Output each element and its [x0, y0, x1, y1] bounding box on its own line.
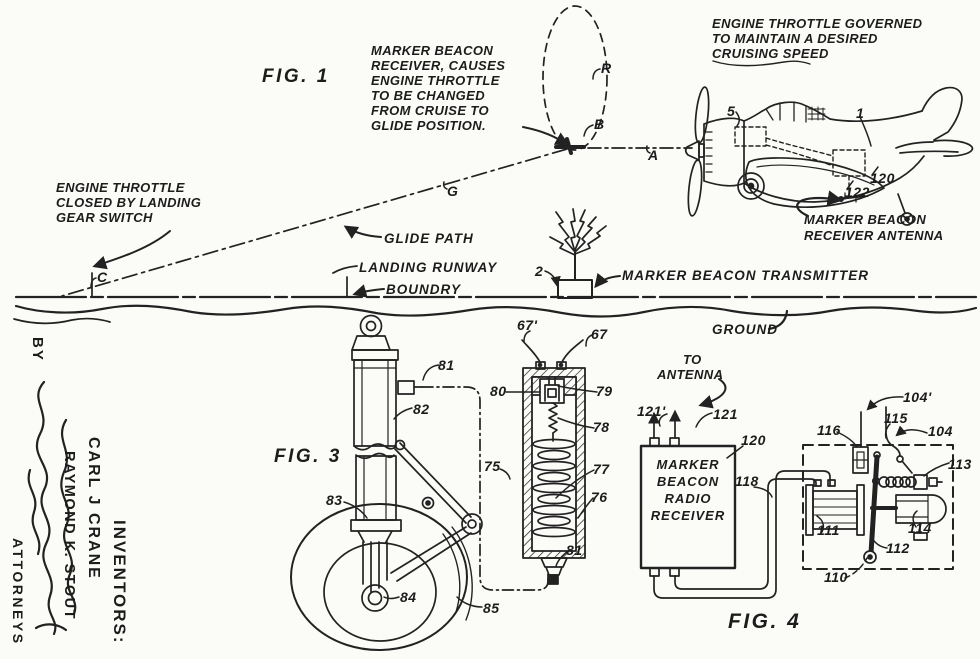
signature-by: BY	[29, 337, 46, 362]
ref-104: 104	[928, 423, 953, 439]
fig3-label: FIG. 3	[274, 446, 342, 468]
landing-runway-label: LANDING RUNWAY	[359, 260, 497, 275]
ground-label: GROUND	[712, 322, 778, 337]
ref-85: 85	[483, 600, 500, 616]
ref-110: 110	[824, 569, 848, 585]
attorneys-label: ATTORNEYS	[10, 538, 26, 646]
glide-path-label: GLIDE PATH	[384, 231, 474, 246]
note-beacon-receiver-causes: MARKER BEACON RECEIVER, CAUSES ENGINE TH…	[371, 43, 505, 133]
ref-67: 67	[591, 326, 608, 342]
ref-83: 83	[326, 492, 343, 508]
ref-67p: 67'	[517, 317, 537, 333]
ref-82: 82	[413, 401, 430, 417]
ref-111: 111	[817, 522, 840, 538]
ref-c: C	[97, 269, 108, 285]
ref-113: 113	[948, 456, 972, 472]
ref-112: 112	[886, 540, 910, 556]
inventor-name-2: RAYMOND K. STOUT	[61, 451, 77, 620]
ref-a: A	[648, 147, 659, 163]
ref-75: 75	[484, 458, 501, 474]
ref-121: 121	[713, 406, 738, 422]
ref-5: 5	[727, 103, 735, 119]
ref-120-box: 120	[741, 432, 766, 448]
ref-76: 76	[591, 489, 608, 505]
ref-114: 114	[908, 520, 932, 536]
ref-1: 1	[856, 105, 864, 121]
ref-115: 115	[884, 410, 908, 426]
boundry-label: BOUNDRY	[386, 282, 461, 297]
receiver-box-label: MARKER BEACON RADIO RECEIVER	[643, 456, 733, 524]
ref-77: 77	[593, 461, 610, 477]
ref-2: 2	[535, 263, 543, 279]
note-to-antenna: TO ANTENNA	[657, 352, 723, 382]
ref-120-plane: 120	[870, 170, 895, 186]
inventors-heading: INVENTORS:	[109, 520, 129, 645]
ref-121p: 121'	[637, 403, 666, 419]
ref-78: 78	[593, 419, 610, 435]
ref-80: 80	[490, 383, 507, 399]
note-throttle-governed: ENGINE THROTTLE GOVERNED TO MAINTAIN A D…	[712, 16, 922, 61]
fig1-label: FIG. 1	[262, 66, 330, 88]
note-receiver-antenna: MARKER BEACON RECEIVER ANTENNA	[804, 212, 944, 243]
ref-104p: 104'	[903, 389, 932, 405]
ref-g: G	[447, 183, 458, 199]
fig4-label: FIG. 4	[728, 610, 801, 634]
ref-r: R	[601, 60, 612, 76]
ref-84: 84	[400, 589, 417, 605]
ref-81-terminal: 81	[566, 542, 583, 558]
ref-81-strut: 81	[438, 357, 455, 373]
note-throttle-closed: ENGINE THROTTLE CLOSED BY LANDING GEAR S…	[56, 180, 201, 225]
ref-122: 122	[845, 184, 870, 200]
ref-118: 118	[735, 473, 759, 489]
ref-116: 116	[817, 422, 841, 438]
marker-beacon-transmitter-label: MARKER BEACON TRANSMITTER	[622, 268, 869, 283]
landing-gear-drawing	[291, 316, 548, 651]
inventor-name-1: CARL J CRANE	[84, 437, 102, 580]
ref-79: 79	[596, 383, 613, 399]
ref-b: B	[594, 116, 605, 132]
